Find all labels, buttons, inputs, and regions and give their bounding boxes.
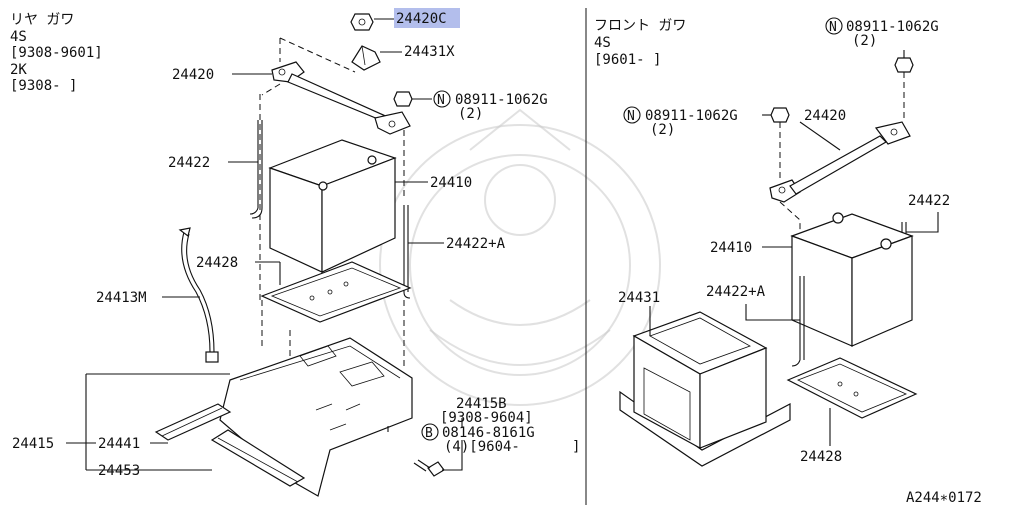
left-note-2: [9308-9601] <box>10 45 103 61</box>
label-24415[interactable]: 24415 <box>12 436 54 452</box>
label-24420-left[interactable]: 24420 <box>172 67 214 83</box>
n-symbol-right-left-text: N <box>627 109 635 124</box>
hold-down-rod-24422a[interactable] <box>403 205 411 299</box>
battery-tray-24428-left[interactable] <box>260 261 412 323</box>
left-notes: リヤ ガワ 4S [9308-9601] 2K [9308- ] <box>10 12 103 94</box>
watermark <box>379 108 661 406</box>
label-range-1: [9308-9604] <box>440 410 533 426</box>
battery-tray-24428-right[interactable] <box>786 357 918 419</box>
label-24431x[interactable]: 24431X <box>404 44 455 60</box>
left-note-3: 2K <box>10 62 27 78</box>
left-note-4: [9308- ] <box>10 78 77 94</box>
right-notes: フロント ガワ 4S [9601- ] <box>594 18 686 68</box>
label-24410-left[interactable]: 24410 <box>430 175 472 191</box>
label-24453[interactable]: 24453 <box>98 463 140 479</box>
nut-08911-right-left[interactable] <box>770 107 790 123</box>
label-nut-code-right-top[interactable]: 08911-1062G <box>846 19 939 35</box>
label-24420c[interactable]: 24420C <box>396 11 447 27</box>
footer-code: A244∗0172 <box>906 490 982 506</box>
label-24422a-right[interactable]: 24422+A <box>706 284 766 300</box>
battery-24410-left[interactable] <box>268 139 397 273</box>
label-24428-left[interactable]: 24428 <box>196 255 238 271</box>
label-bolt-close: ] <box>572 439 580 455</box>
hold-down-rod-24422[interactable] <box>249 120 263 219</box>
battery-base-24415[interactable] <box>219 337 413 497</box>
n-symbol-left-text: N <box>437 93 445 108</box>
hold-down-bracket-24420-right[interactable] <box>769 121 911 203</box>
label-24422a-left[interactable]: 24422+A <box>446 236 506 252</box>
left-note-0: リヤ ガワ <box>10 12 74 28</box>
label-nut-code-right-left[interactable]: 08911-1062G <box>645 108 738 124</box>
label-nut-qty-left: (2) <box>458 106 483 122</box>
hold-down-bracket-24420[interactable] <box>271 61 411 135</box>
right-note-0: フロント ガワ <box>594 18 686 34</box>
b-symbol <box>421 423 439 441</box>
label-24413m[interactable]: 24413M <box>96 290 147 306</box>
clamp-24431x[interactable] <box>351 45 381 71</box>
label-24415b[interactable]: 24415B <box>456 396 507 412</box>
rail-24441[interactable] <box>154 403 232 441</box>
n-symbol-right-top <box>825 17 843 35</box>
label-24422-left[interactable]: 24422 <box>168 155 210 171</box>
nut-08911-right-top[interactable] <box>894 57 914 73</box>
battery-24410-right[interactable] <box>790 212 914 347</box>
right-note-1: 4S <box>594 35 611 51</box>
hold-down-rod-24422a-right[interactable] <box>791 276 805 367</box>
right-note-2: [9601- ] <box>594 52 661 68</box>
n-symbol-right-top-text: N <box>829 20 837 35</box>
rail-24453[interactable] <box>210 429 306 487</box>
battery-case-24431[interactable] <box>619 311 791 467</box>
left-note-1: 4S <box>10 29 27 45</box>
label-24422-right[interactable]: 24422 <box>908 193 950 209</box>
label-24428-right[interactable]: 24428 <box>800 449 842 465</box>
n-symbol-right-left <box>623 106 641 124</box>
breather-hose-24413m[interactable] <box>178 227 219 363</box>
label-24431[interactable]: 24431 <box>618 290 660 306</box>
label-nut-code-left[interactable]: 08911-1062G <box>455 92 548 108</box>
label-nut-qty-right-top: (2) <box>852 33 877 49</box>
label-24420-right[interactable]: 24420 <box>804 108 846 124</box>
label-bolt-qty: (4)[9604- <box>444 439 520 455</box>
label-24410-right[interactable]: 24410 <box>710 240 752 256</box>
bolt-08146[interactable] <box>413 459 445 477</box>
nut-24420c[interactable] <box>350 13 374 31</box>
b-symbol-text: B <box>425 426 433 441</box>
nut-08911-left[interactable] <box>393 91 413 107</box>
n-symbol-left <box>433 90 451 108</box>
highlight-24420c <box>394 8 460 28</box>
label-24441[interactable]: 24441 <box>98 436 140 452</box>
label-nut-qty-right-left: (2) <box>650 122 675 138</box>
label-bolt-code[interactable]: 08146-8161G <box>442 425 535 441</box>
